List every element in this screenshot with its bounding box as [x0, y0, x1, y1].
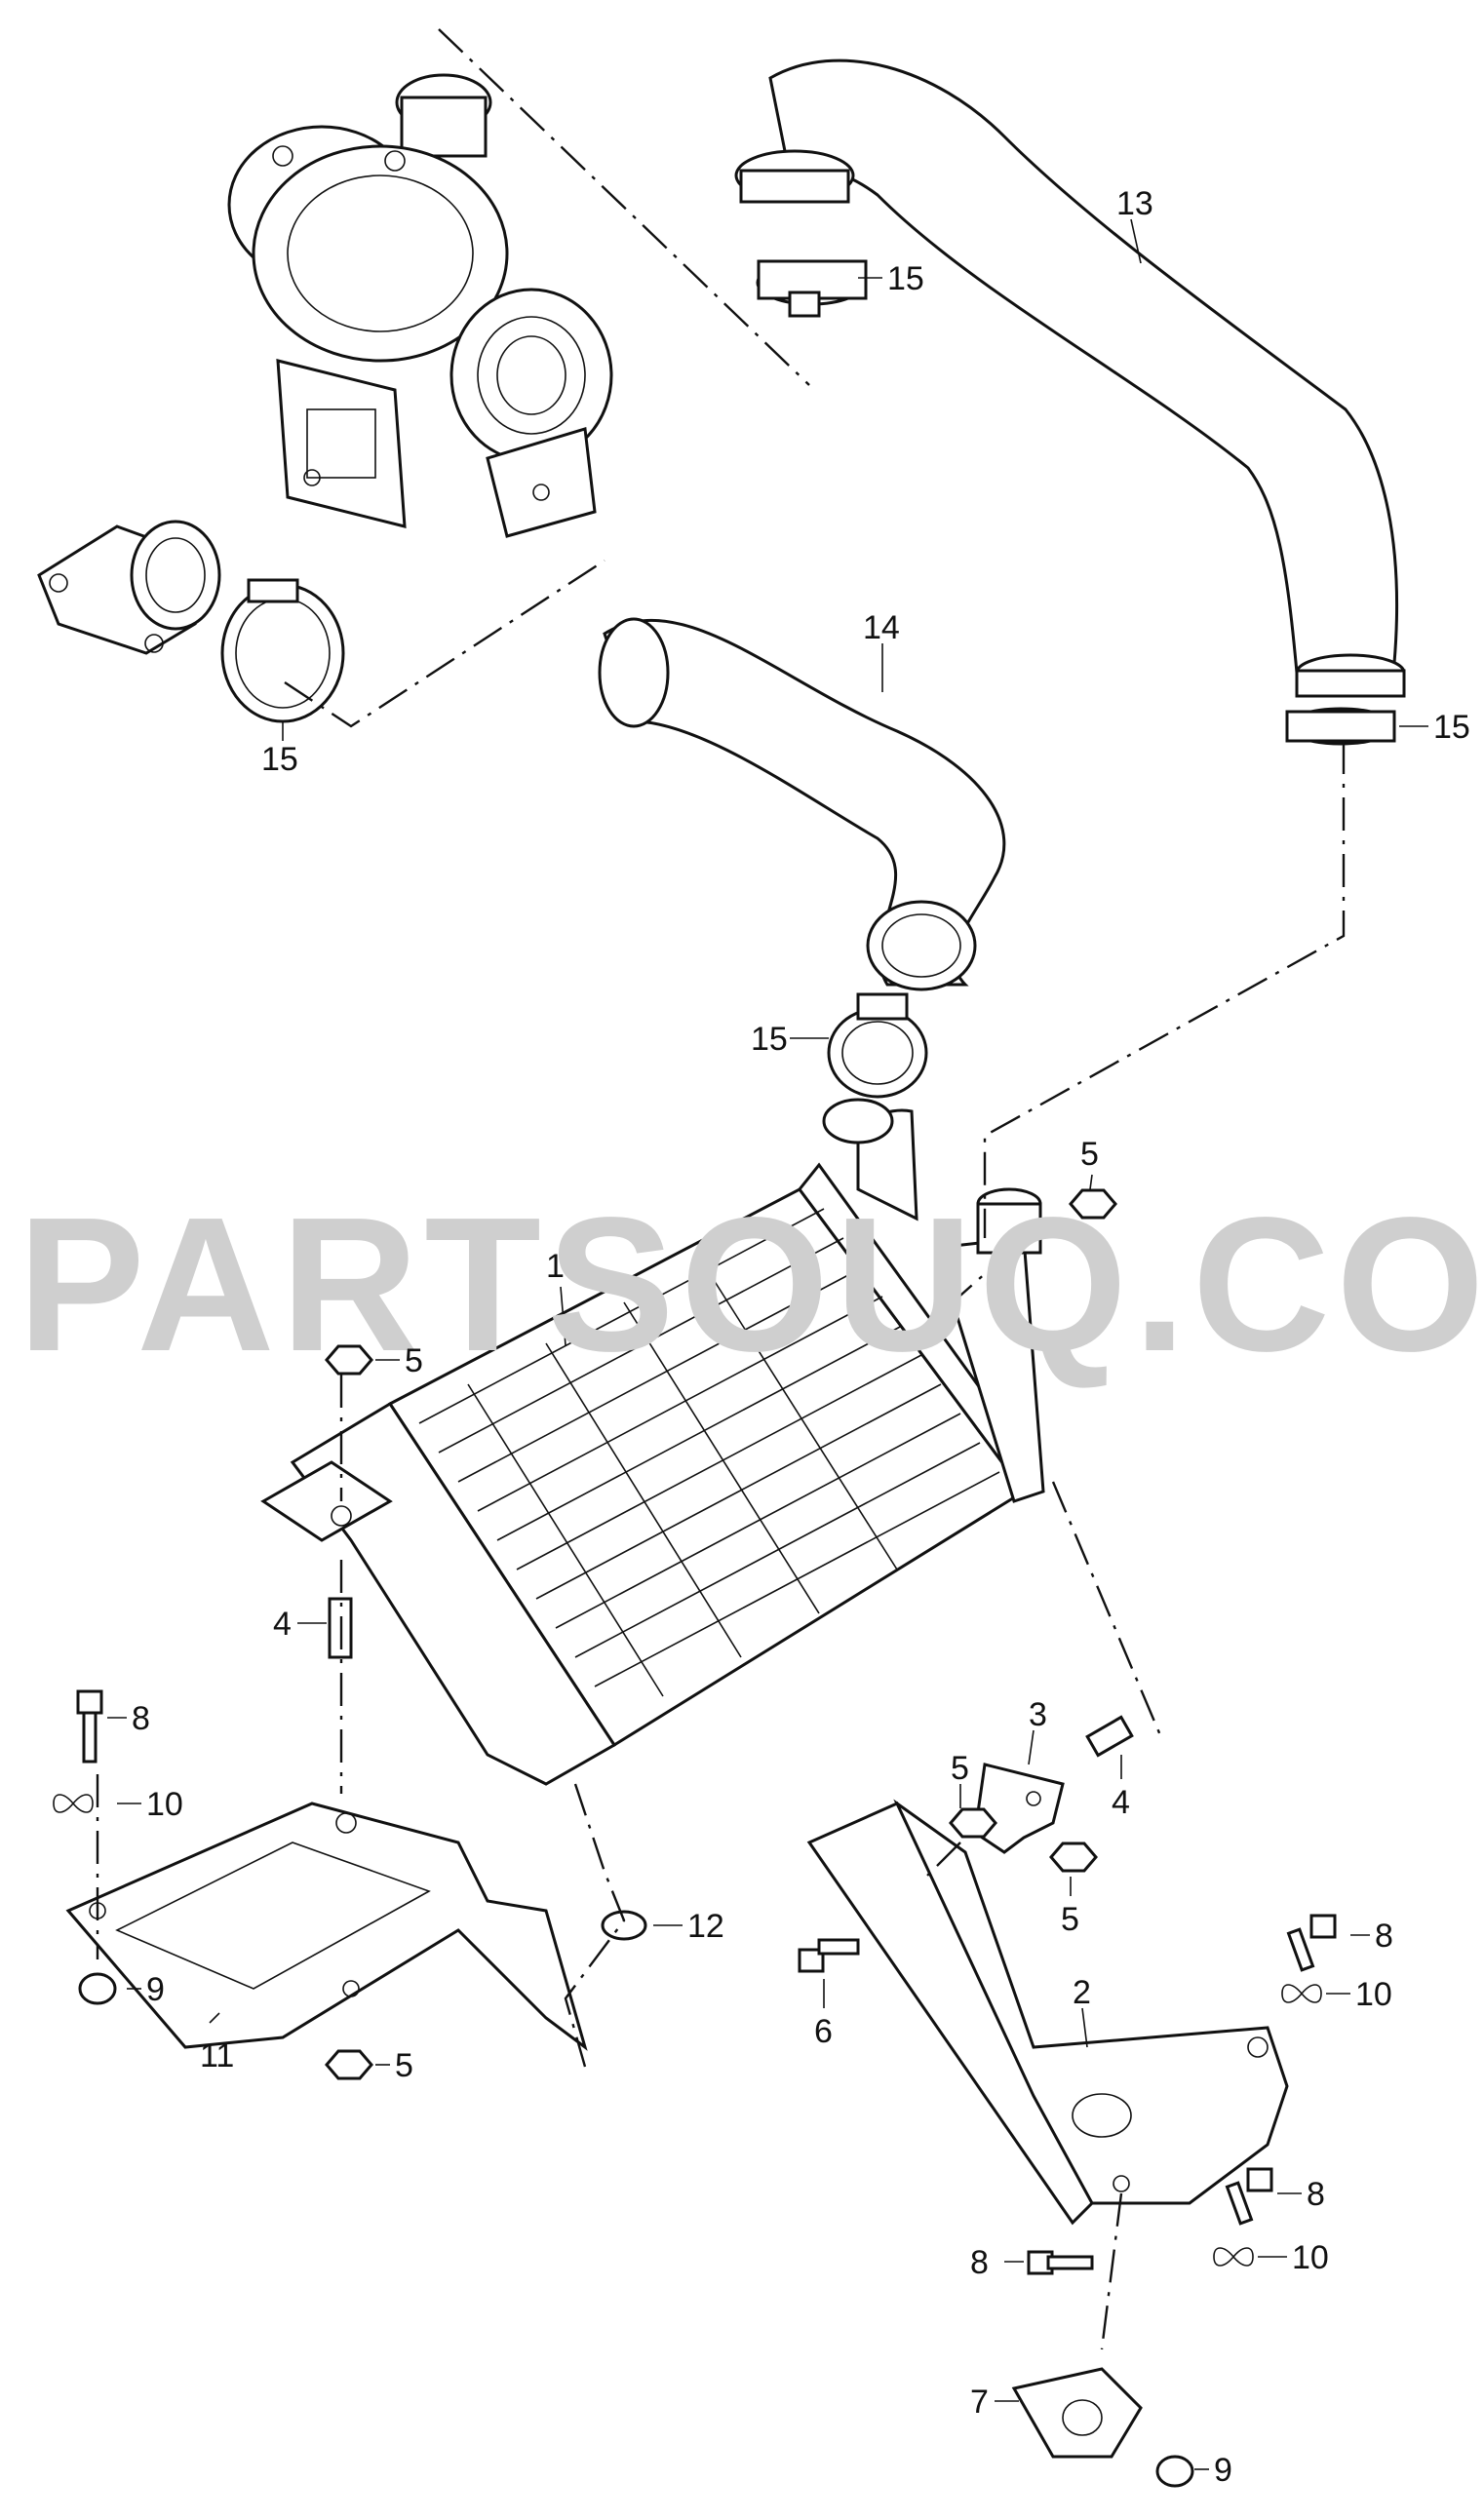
callout-8-left: 8 [132, 1700, 150, 1737]
bolt-6 [798, 1948, 825, 1973]
stud-4-right [1085, 1715, 1134, 1758]
callout-7: 7 [970, 2384, 989, 2421]
intercooler [260, 1098, 1045, 1786]
grommet-12 [601, 1910, 647, 1941]
callout-10-right-bottom: 10 [1292, 2239, 1329, 2276]
callout-5-bottom: 5 [395, 2047, 413, 2084]
mounting-plate-11 [65, 1802, 588, 2051]
washer-10-left [53, 1794, 94, 1813]
fasteners [53, 1188, 1337, 2488]
hose-clamp-right [1285, 707, 1396, 746]
callout-5-bracket: 5 [951, 1750, 969, 1787]
callout-leaders [107, 218, 1428, 2470]
watermark: PARTSOUQ.COM [18, 1178, 1484, 1391]
callout-14: 14 [863, 609, 900, 646]
callout-13: 13 [1116, 185, 1153, 222]
washer-10-right-bottom [1213, 2247, 1254, 2267]
hose-clamp-top [756, 259, 868, 318]
nut-9-bottom [1155, 2455, 1194, 2488]
pressure-hose-13 [734, 58, 1406, 698]
pressure-hose-14 [598, 617, 1006, 991]
support-bracket-2 [806, 1799, 1289, 2226]
callout-5-top: 5 [1080, 1136, 1099, 1173]
nut-9-left [78, 1972, 117, 2005]
callout-10-right-top: 10 [1355, 1976, 1392, 2013]
callout-9-left: 9 [146, 1971, 165, 2008]
intercooler-fins [418, 1208, 1000, 1697]
small-bracket-7 [1011, 2367, 1143, 2459]
washer-10-right-top [1281, 1984, 1322, 2003]
callout-5-bracket-b: 5 [1061, 1901, 1079, 1938]
callout-5-center: 5 [405, 1342, 423, 1379]
callout-15-left: 15 [261, 741, 298, 778]
callout-2: 2 [1073, 1974, 1091, 2011]
nut-5-right-top [1069, 1188, 1117, 1220]
callout-15-right: 15 [1433, 709, 1470, 746]
callout-12: 12 [687, 1908, 724, 1945]
nut-5-bottom [325, 2049, 373, 2080]
callout-4-right: 4 [1112, 1784, 1130, 1821]
callout-labels: 13 15 15 15 14 15 1 5 5 4 8 10 9 11 5 12… [132, 185, 1470, 2489]
bolt-8-left [76, 1689, 103, 1715]
callout-11: 11 [200, 2037, 234, 2074]
callout-6: 6 [814, 2013, 833, 2050]
nut-5-bracket [949, 1807, 997, 1839]
small-bracket-3 [973, 1763, 1065, 1854]
turbocharger [227, 73, 613, 538]
callout-15-top: 15 [887, 260, 924, 297]
nut-5-center [325, 1344, 373, 1376]
callout-1: 1 [546, 1248, 565, 1285]
bolt-8-right-top [1309, 1914, 1337, 1939]
callout-10-left: 10 [146, 1786, 183, 1823]
callout-8-right-top: 8 [1375, 1918, 1393, 1955]
nut-5-bracket-b [1049, 1842, 1098, 1873]
assembly-lines [96, 28, 1346, 2350]
callout-4-left: 4 [273, 1606, 292, 1643]
hose-clamp-left [220, 578, 345, 723]
callout-8-bottom: 8 [970, 2244, 989, 2281]
callout-3: 3 [1029, 1696, 1047, 1733]
callout-9-bottom: 9 [1214, 2452, 1232, 2489]
callout-8-right-mid: 8 [1307, 2176, 1325, 2213]
callout-15-lower: 15 [751, 1021, 788, 1058]
intake-elbow [37, 520, 221, 655]
hose-clamp-lower [827, 992, 928, 1099]
bolt-8-right-mid [1246, 2167, 1273, 2192]
